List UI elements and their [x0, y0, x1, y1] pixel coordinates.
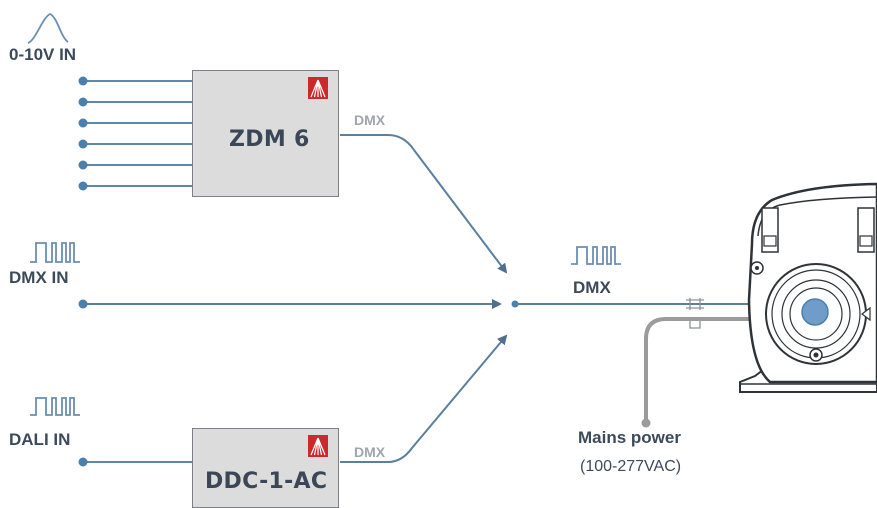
zdm-input-dot: [78, 76, 88, 86]
brand-logo-icon: [308, 77, 328, 99]
ddc-output-line: [340, 334, 508, 463]
zdm-output-line: [340, 134, 508, 274]
mains-power-dot: [641, 418, 651, 428]
output-dmx-label: DMX: [573, 278, 611, 297]
dali-input-label: DALI IN: [9, 430, 71, 449]
dmx-input-label: DMX IN: [9, 268, 69, 287]
zdm-input-lines: [83, 80, 192, 187]
zdm6-device: ZDM 6: [192, 70, 339, 197]
mains-power-voltage: (100-277VAC): [580, 458, 682, 475]
dmx-in-dot: [78, 299, 88, 309]
mains-power-cable: [644, 317, 812, 423]
zdm-input-dot: [78, 139, 88, 149]
fixture-handle-left: [761, 207, 779, 253]
cable-clamp: [686, 298, 704, 329]
fixture-handle-right: [857, 207, 875, 253]
zdm-input-dot: [78, 97, 88, 107]
brand-logo-icon: [308, 435, 328, 457]
dmx-pulse-icon: [30, 242, 80, 263]
dali-in-dot: [78, 457, 88, 467]
ddc1ac-title: DDC-1-AC: [205, 469, 328, 494]
light-fixture: [739, 182, 877, 393]
zdm-input-dots: [78, 76, 88, 191]
zdm-dmx-output-label: DMX: [354, 112, 386, 128]
dali-pulse-icon: [30, 397, 80, 416]
zdm-input-dot: [78, 181, 88, 191]
zdm-input-dot: [78, 118, 88, 128]
analog-signal-icon: [27, 12, 69, 44]
fixture-dmx-connector: [801, 298, 829, 326]
analog-input-label: 0-10V IN: [9, 45, 77, 64]
mains-power-label: Mains power: [578, 428, 681, 447]
ddc1ac-device: DDC-1-AC: [192, 428, 339, 508]
output-dmx-pulse-icon: [571, 246, 621, 265]
zdm-input-dot: [78, 160, 88, 170]
ddc-dmx-output-label: DMX: [354, 444, 386, 460]
zdm6-title: ZDM 6: [229, 127, 310, 152]
